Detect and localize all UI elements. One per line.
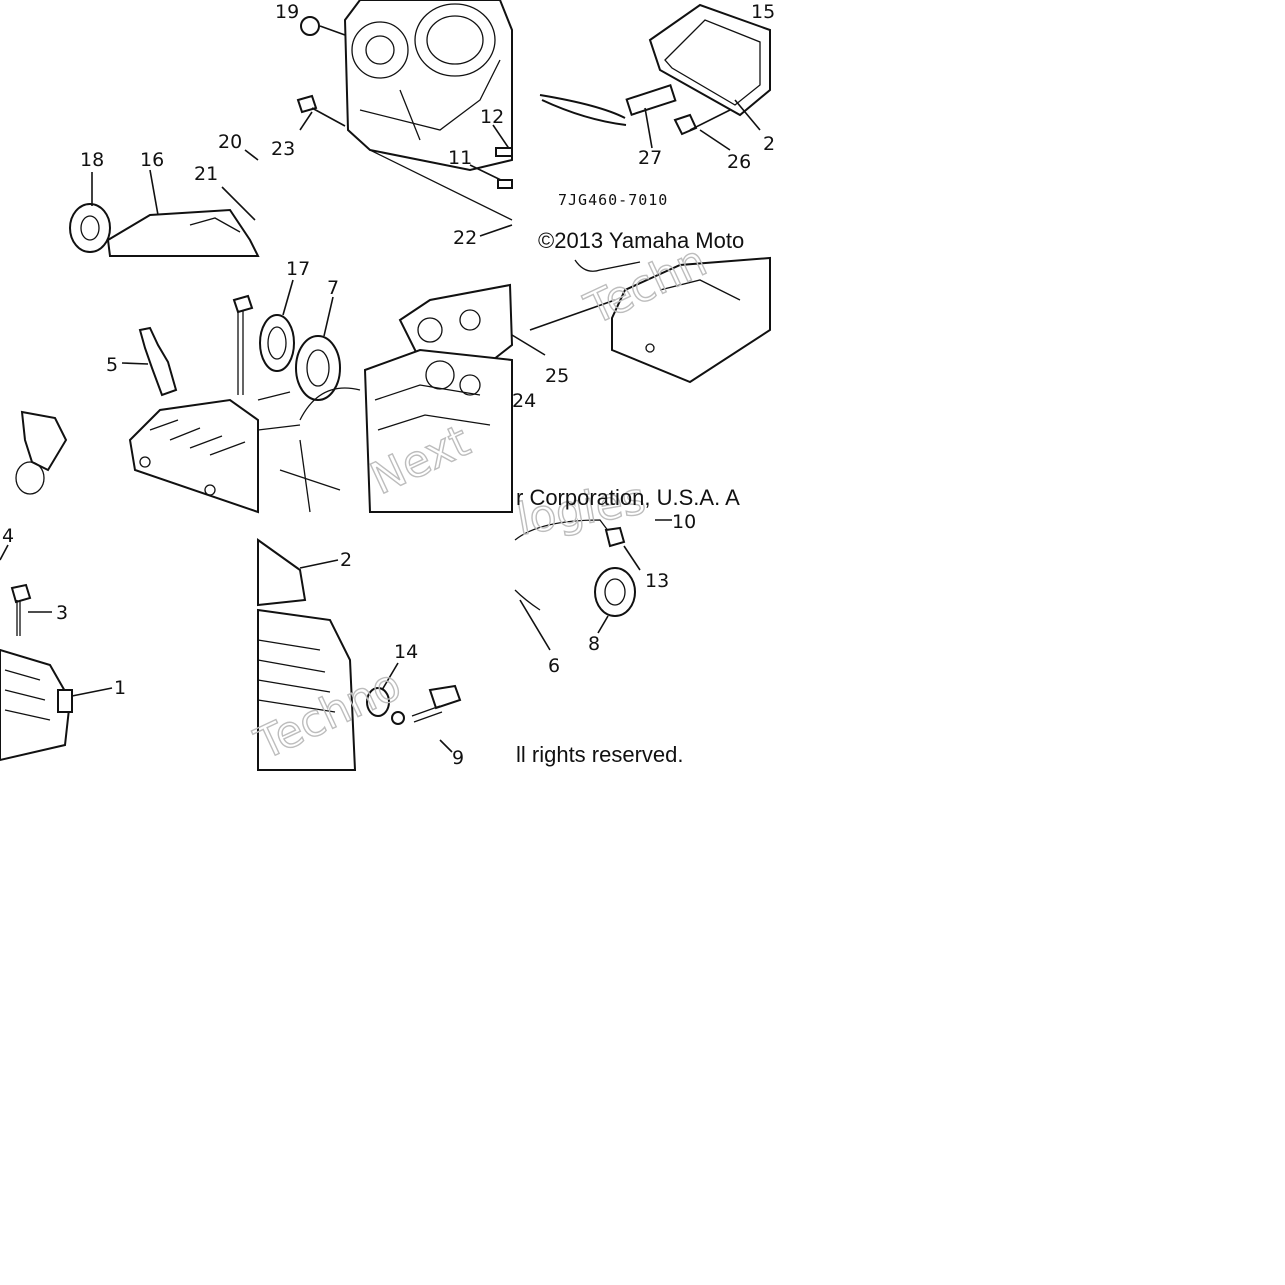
breather-fitting [57, 689, 73, 713]
callout-18: 18 [80, 149, 104, 171]
callout-4: 4 [2, 525, 14, 547]
tile-top-middle [296, 0, 513, 237]
drain-plug-13 [604, 526, 626, 548]
callout-19: 19 [275, 1, 299, 23]
callout-14: 14 [394, 641, 418, 663]
callout-12: 12 [480, 106, 504, 128]
dowel-12 [495, 147, 513, 157]
crankcase-cover-16 [106, 208, 260, 257]
bolt-9 [428, 684, 462, 710]
copyright-line-2: r Corporation, U.S.A. A [516, 485, 740, 510]
breather-cover-15 [648, 3, 771, 117]
cylinder-head-1 [0, 648, 72, 762]
dowel-11 [497, 179, 513, 189]
tile-middle-left [15, 294, 259, 514]
tile-bottom-left [0, 544, 113, 762]
gasket-6 [514, 519, 616, 541]
callout-20: 20 [218, 131, 242, 153]
callout-6: 6 [548, 655, 560, 677]
callout-26: 26 [727, 151, 751, 173]
callout-5: 5 [106, 354, 118, 376]
tile-top-left [69, 149, 260, 257]
callout-15: 15 [751, 1, 775, 23]
callout-3: 3 [56, 602, 68, 624]
callout-23: 23 [271, 138, 295, 160]
cylinder-head [128, 398, 259, 514]
bolt-26 [673, 113, 698, 136]
callout-2: 2 [340, 549, 352, 571]
tile-bottom-center [257, 538, 462, 771]
collar-14 [366, 687, 390, 717]
tile-top-right [539, 3, 771, 151]
callout-8: 8 [588, 633, 600, 655]
callout-25: 25 [545, 365, 569, 387]
callout-7: 7 [327, 277, 339, 299]
breather-hose [539, 94, 626, 119]
bearing-17 [259, 314, 295, 372]
copyright-line-3: ll rights reserved. [516, 742, 684, 767]
callout-9: 9 [452, 747, 464, 769]
gasket-2 [257, 538, 307, 607]
oil-filler-plug [20, 410, 68, 472]
copyright-line-1: ©2013 Yamaha Moto [538, 228, 745, 253]
callout-21: 21 [194, 163, 218, 185]
cylinder-lower [257, 608, 357, 771]
spark-plug-5 [138, 326, 178, 397]
oil-seal-18 [69, 203, 111, 253]
callout-2-top: 2 [763, 133, 775, 155]
hose-27 [625, 84, 677, 116]
crankcase-half [343, 0, 513, 172]
callout-10: 10 [672, 511, 696, 533]
part-code: 7JG460-7010 [558, 191, 668, 209]
head-bolt [232, 294, 254, 314]
callout-11: 11 [448, 147, 472, 169]
callout-27: 27 [638, 147, 662, 169]
callout-1: 1 [114, 677, 126, 699]
washer [391, 711, 405, 725]
bolt-3 [10, 583, 32, 604]
tile-bottom-right [514, 519, 672, 651]
crankcase-base [611, 256, 771, 384]
tile-middle-right [511, 256, 771, 384]
callout-22: 22 [453, 227, 477, 249]
callout-16: 16 [140, 149, 164, 171]
nut-19 [300, 16, 320, 36]
callout-labels: 19 15 12 2 20 23 11 27 18 16 26 21 7JG46… [2, 1, 775, 769]
callout-17: 17 [286, 258, 310, 280]
oil-seal-8 [594, 567, 636, 617]
bolt-23 [296, 94, 318, 114]
bearing-7 [295, 335, 341, 401]
tile-center [257, 279, 514, 513]
callout-13: 13 [645, 570, 669, 592]
callout-24: 24 [512, 390, 536, 412]
